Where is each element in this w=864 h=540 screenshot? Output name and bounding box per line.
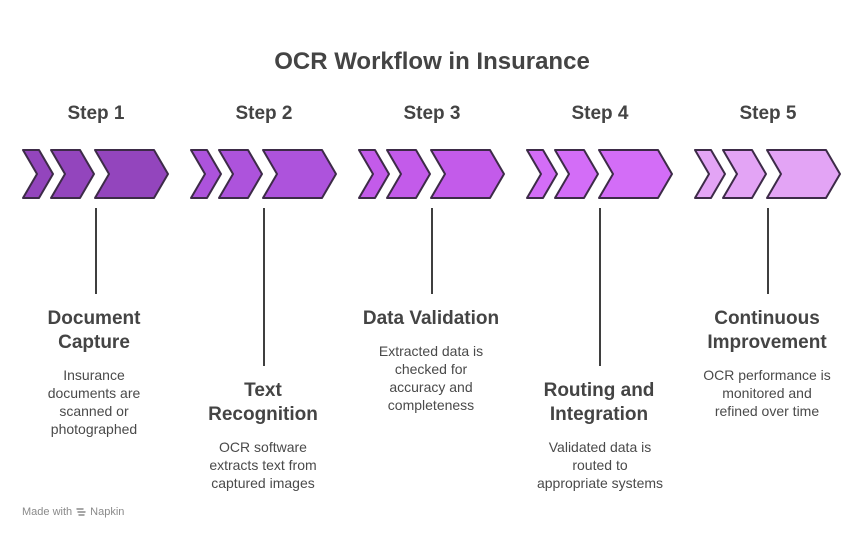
step-1-chevron-large [94,149,169,199]
step-4-description: Validated data is routed to appropriate … [520,438,680,492]
made-with-text: Made with [22,506,73,518]
step-1-label: Step 1 [67,103,125,124]
step-1-heading-line-2: Capture [58,332,130,353]
step-2-desc-line-2: extracts text from [209,457,317,473]
step-2-chevron-medium [218,149,263,199]
step-1-chevrons [22,149,169,199]
step-3-chevron-medium [386,149,431,199]
step-3-heading-line-1: Data Validation [362,308,500,329]
step-4-chevron-large [598,149,673,199]
step-4-connector [599,208,601,366]
step-5-desc-line-2: monitored and [722,385,812,401]
step-5-heading-line-2: Improvement [707,332,827,353]
step-2-chevrons [190,149,337,199]
step-1-connector [95,208,97,294]
step-1-heading-line-1: Document [47,308,141,329]
napkin-logo-icon [76,508,86,516]
step-2-chevron-large [262,149,337,199]
step-4-chevron-small [526,149,558,199]
step-2-desc-line-3: captured images [211,475,315,491]
step-3-label: Step 3 [403,103,461,124]
step-4-chevron-medium [554,149,599,199]
step-3-chevron-small [358,149,390,199]
step-5-chevrons [694,149,841,199]
step-3-desc-line-4: completeness [387,397,475,413]
step-3-desc-line-3: accuracy and [389,379,473,395]
footer-attribution: Made with Napkin [22,506,124,518]
step-1-desc-line-2: documents are [47,385,141,401]
step-2-heading-line-1: Text [244,380,282,401]
step-4-label: Step 4 [571,103,629,124]
step-5-heading: Continuous Improvement [682,307,852,355]
step-4-heading: Routing and Integration [514,379,684,427]
step-3-chevron-large [430,149,505,199]
step-1-chevron-small [22,149,54,199]
step-5-connector [767,208,769,294]
step-2-heading-line-2: Recognition [208,404,318,425]
step-1-heading: Document Capture [9,307,179,355]
step-1-description: Insurance documents are scanned or photo… [19,366,169,438]
step-4-heading-line-1: Routing and [543,380,655,401]
step-2-desc-line-1: OCR software [219,439,307,455]
step-3-heading: Data Validation [346,307,516,331]
step-3-desc-line-1: Extracted data is [378,343,484,359]
step-3-description: Extracted data is checked for accuracy a… [356,342,506,414]
step-5-desc-line-1: OCR performance is [703,367,831,383]
step-5-label: Step 5 [739,103,797,124]
step-1-desc-line-3: scanned or [59,403,129,419]
step-4-desc-line-2: routed to [572,457,628,473]
step-5-chevron-large [766,149,841,199]
brand-name: Napkin [90,506,125,518]
step-5-chevron-medium [722,149,767,199]
step-1-desc-line-1: Insurance [63,367,125,383]
step-5-description: OCR performance is monitored and refined… [686,366,848,420]
step-2-connector [263,208,265,366]
step-2-heading: Text Recognition [178,379,348,427]
step-4-chevrons [526,149,673,199]
diagram-title: OCR Workflow in Insurance [274,48,590,75]
step-1-chevron-medium [50,149,95,199]
step-5-desc-line-3: refined over time [714,403,820,419]
step-3-connector [431,208,433,294]
step-1-desc-line-4: photographed [50,421,138,437]
step-3-chevrons [358,149,505,199]
step-2-chevron-small [190,149,222,199]
step-5-chevron-small [694,149,726,199]
step-2-label: Step 2 [235,103,293,124]
step-4-heading-line-2: Integration [549,404,649,425]
step-4-desc-line-1: Validated data is [548,439,652,455]
step-5-heading-line-1: Continuous [714,308,820,329]
step-3-desc-line-2: checked for [394,361,468,377]
step-4-desc-line-3: appropriate systems [536,475,664,491]
step-2-description: OCR software extracts text from captured… [188,438,338,492]
